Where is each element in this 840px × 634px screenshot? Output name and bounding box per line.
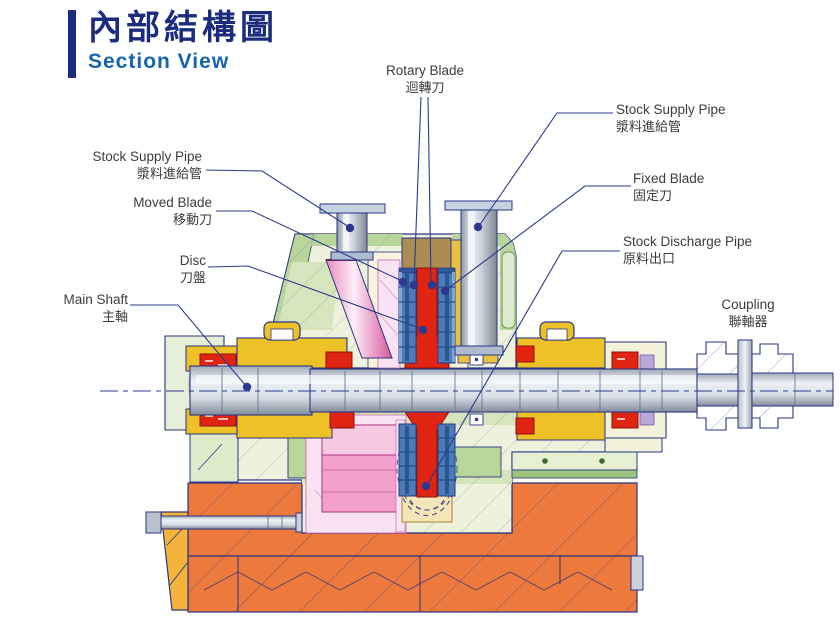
- title-accent-bar: [68, 10, 76, 78]
- sight-glass: [501, 251, 516, 329]
- label-stock-discharge: Stock Discharge Pipe 原料出口: [623, 234, 753, 266]
- base-bracket: [630, 555, 644, 591]
- fixed-blade-comb: [437, 267, 456, 364]
- leader-fixed-blade: [445, 185, 631, 291]
- label-stock-supply-right: Stock Supply Pipe 漿料進給管: [616, 102, 726, 134]
- lower-blade-combs: [398, 423, 456, 497]
- leader-main-shaft: [130, 304, 247, 387]
- coupling-flange: [737, 339, 753, 429]
- leader-supply-right: [478, 112, 613, 227]
- leader-lines: [130, 96, 631, 486]
- stock-supply-pipe-right: [444, 200, 513, 356]
- blade-stack: [398, 267, 456, 498]
- base-rail: [511, 451, 638, 471]
- label-rotary-blade: Rotary Blade 迴轉刀: [385, 63, 465, 95]
- label-stock-supply-left: Stock Supply Pipe 漿料進給管: [92, 149, 202, 181]
- leader-discharge: [426, 250, 620, 486]
- base-break-hatch: [203, 571, 613, 591]
- top-block: [401, 237, 452, 271]
- coupling: [696, 339, 834, 431]
- page-title-en: Section View: [88, 50, 230, 73]
- label-coupling: Coupling 聯軸器: [721, 297, 775, 329]
- title-block: 內部結構圖 Section View: [68, 10, 278, 78]
- page-title-zh: 內部結構圖: [88, 10, 278, 47]
- moved-blade-comb: [398, 267, 417, 364]
- label-fixed-blade: Fixed Blade 固定刀: [633, 171, 705, 203]
- label-main-shaft: Main Shaft 主軸: [63, 292, 128, 324]
- label-disc: Disc 刀盤: [179, 253, 206, 285]
- anchor-bolt: [145, 511, 311, 534]
- leader-moved-blade: [216, 210, 403, 282]
- leader-rotary-blade-2: [427, 96, 432, 284]
- machine-base: [145, 482, 644, 613]
- leader-dots: [242, 222, 483, 491]
- leader-disc: [207, 265, 423, 330]
- disc-assembly: [305, 259, 407, 534]
- leader-rotary-blade-1: [413, 96, 422, 284]
- base-wedge: [160, 511, 189, 611]
- leader-supply-left: [205, 169, 350, 228]
- label-moved-blade: Moved Blade 移動刀: [133, 195, 212, 227]
- right-bearing-seals: [515, 345, 639, 435]
